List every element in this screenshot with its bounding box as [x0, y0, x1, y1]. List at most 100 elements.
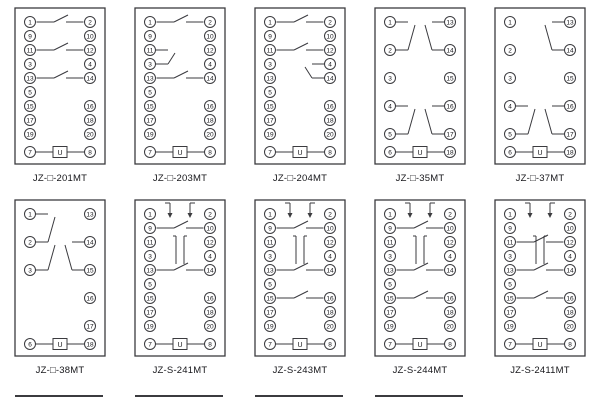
terminal-13: [264, 264, 276, 276]
terminal-4: [204, 58, 216, 70]
contact-symbol: [276, 14, 324, 23]
terminal-17: [504, 306, 516, 318]
terminal-number: 11: [27, 47, 34, 54]
terminal-11: [384, 236, 396, 248]
terminal-number: 13: [146, 75, 154, 82]
coil-u-label: U: [297, 150, 302, 157]
test-pin-lines: [413, 235, 427, 264]
terminal-number: 16: [566, 295, 574, 302]
terminal-number: 17: [86, 323, 94, 330]
terminal-15: [144, 292, 156, 304]
terminal-number: 4: [208, 253, 212, 260]
terminal-number: 2: [568, 211, 572, 218]
terminal-number: 16: [326, 103, 334, 110]
terminal-number: 3: [148, 61, 152, 68]
terminal-number: 13: [26, 75, 34, 82]
terminal-17: [264, 306, 276, 318]
terminal-number: 2: [448, 211, 452, 218]
terminal-number: 7: [28, 149, 32, 156]
terminal-18: [564, 306, 576, 318]
terminal-number: 8: [88, 149, 92, 156]
terminal-5: [144, 278, 156, 290]
terminal-number: 18: [326, 309, 334, 316]
terminal-number: 1: [28, 19, 32, 26]
terminal-number: 11: [147, 47, 154, 54]
terminal-number: 12: [206, 239, 214, 246]
terminal-number: 9: [148, 225, 152, 232]
terminal-number: 1: [148, 211, 152, 218]
test-arrow-head-icon: [407, 213, 413, 218]
terminal-3: [144, 250, 156, 262]
terminal-number: 13: [446, 19, 454, 26]
terminal-number: 12: [326, 239, 334, 246]
diagram-label: JZ-□-37MT: [515, 173, 565, 184]
contact-symbol: [396, 290, 444, 299]
test-pin-lines: [533, 235, 547, 264]
terminal-4: [324, 250, 336, 262]
terminal-15: [264, 292, 276, 304]
terminal-number: 1: [268, 19, 272, 26]
terminal-13: [144, 264, 156, 276]
contact-symbol: [516, 262, 564, 271]
terminal-20: [204, 128, 216, 140]
terminal-number: 19: [26, 131, 34, 138]
relay-case-outline: [14, 199, 106, 357]
terminal-number: 8: [448, 341, 452, 348]
terminal-4: [84, 58, 96, 70]
terminal-number: 20: [86, 131, 94, 138]
terminal-17: [384, 306, 396, 318]
terminal-number: 19: [146, 323, 154, 330]
terminal-5: [24, 86, 36, 98]
terminal-3: [24, 58, 36, 70]
contact-symbol: [276, 42, 324, 51]
terminal-18: [204, 114, 216, 126]
terminal-number: 9: [268, 225, 272, 232]
terminal-number: 10: [206, 225, 214, 232]
terminal-11: [264, 236, 276, 248]
terminal-number: 12: [86, 47, 94, 54]
terminal-1: [504, 208, 516, 220]
terminal-number: 20: [206, 131, 214, 138]
terminal-number: 19: [146, 131, 154, 138]
terminal-2: [84, 16, 96, 28]
contact-symbol: [276, 262, 324, 271]
terminal-number: 7: [148, 341, 152, 348]
terminal-15: [444, 72, 456, 84]
terminal-14: [84, 72, 96, 84]
terminal-number: 11: [147, 239, 154, 246]
coil-u-box: [52, 146, 68, 158]
contact-symbol: [276, 290, 324, 299]
terminal-19: [144, 320, 156, 332]
terminal-number: 15: [86, 267, 94, 274]
terminal-17: [144, 114, 156, 126]
terminal-2: [444, 208, 456, 220]
coil-u-box: [532, 338, 548, 350]
test-arrow-head-icon: [307, 213, 313, 218]
terminal-number: 2: [208, 19, 212, 26]
terminal-5: [144, 86, 156, 98]
terminal-12: [204, 236, 216, 248]
coil-u-box: [172, 146, 188, 158]
test-pin-lines: [293, 235, 307, 264]
terminal-number: 3: [508, 253, 512, 260]
terminal-number: 8: [208, 149, 212, 156]
terminal-number: 11: [387, 239, 394, 246]
terminal-14: [564, 264, 576, 276]
terminal-number: 19: [266, 323, 274, 330]
terminal-number: 8: [328, 149, 332, 156]
contact-symbol: [516, 234, 564, 243]
terminal-15: [144, 100, 156, 112]
diagram-label: JZ-S-243MT: [272, 365, 328, 376]
terminal-number: 13: [86, 211, 94, 218]
terminal-number: 20: [446, 323, 454, 330]
coil-u-label: U: [57, 150, 62, 157]
contact-symbol: [156, 70, 204, 79]
terminal-number: 7: [268, 149, 272, 156]
test-pin-lines: [173, 235, 187, 264]
terminal-number: 9: [388, 225, 392, 232]
